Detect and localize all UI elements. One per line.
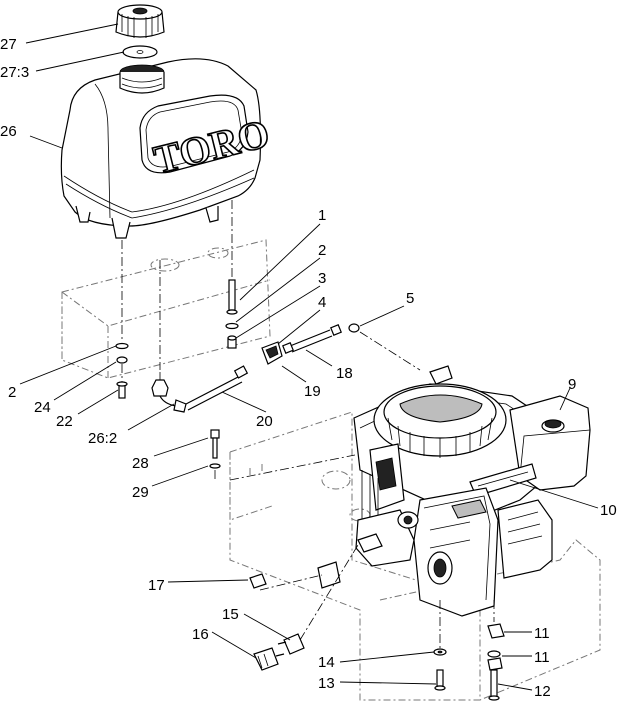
fuel-cap (115, 4, 165, 38)
callout-10: 10 (600, 502, 617, 519)
callout-18: 18 (336, 365, 353, 382)
callout-13: 13 (318, 675, 335, 692)
callout-28: 28 (132, 455, 149, 472)
callout-24: 24 (34, 399, 51, 416)
bolt-28 (209, 429, 221, 480)
callout-1: 1 (318, 207, 326, 224)
fitting-15 (277, 633, 305, 655)
callout-19: 19 (304, 383, 321, 400)
callout-2-left: 2 (8, 384, 16, 401)
callout-29: 29 (132, 484, 149, 501)
callout-3: 3 (318, 270, 326, 287)
callout-26: 26 (0, 123, 17, 140)
engine-inlet (229, 454, 383, 641)
callout-2-top: 2 (318, 242, 326, 259)
callout-9: 9 (568, 376, 576, 393)
engine (353, 365, 591, 617)
right-hardware (225, 279, 239, 349)
left-hardware (115, 342, 129, 399)
fuel-line (151, 323, 421, 413)
callout-20: 20 (256, 413, 273, 430)
callout-11-top: 11 (534, 625, 550, 642)
leader-lines (19, 23, 599, 691)
callout-4: 4 (318, 294, 326, 311)
callout-15: 15 (222, 606, 239, 623)
fitting-16 (253, 647, 285, 671)
callout-12: 12 (534, 683, 551, 700)
nut-17 (249, 573, 267, 589)
callout-labels: 27 27:3 26 1 2 3 4 5 2 24 22 26:2 20 19 … (0, 36, 617, 700)
fuel-tank: TORO (60, 58, 275, 239)
callout-26-2: 26:2 (88, 430, 117, 447)
callout-27-3: 27:3 (0, 64, 29, 81)
callout-14: 14 (318, 654, 335, 671)
callout-17: 17 (148, 577, 165, 594)
callout-16: 16 (192, 626, 209, 643)
bottom-hardware (433, 600, 505, 701)
callout-22: 22 (56, 413, 73, 430)
callout-27: 27 (0, 36, 17, 53)
cap-gasket (122, 45, 158, 59)
callout-5: 5 (406, 290, 414, 307)
callout-11-bottom: 11 (534, 649, 550, 666)
mounting-bracket (61, 239, 271, 379)
